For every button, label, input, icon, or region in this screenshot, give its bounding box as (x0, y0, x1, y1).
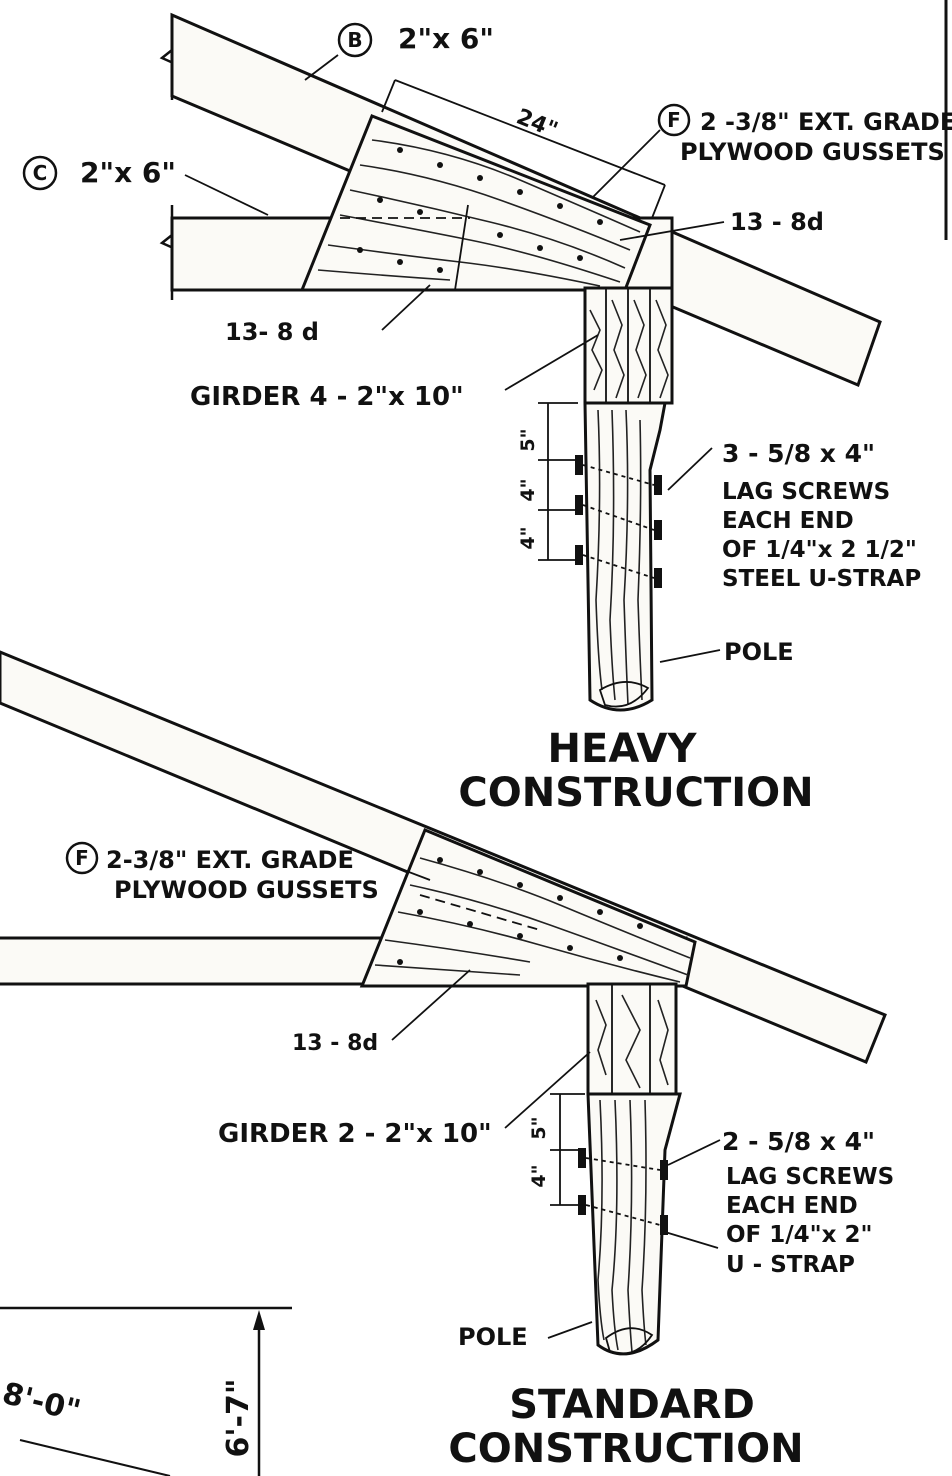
heavy-title-line2: CONSTRUCTION (458, 770, 813, 816)
heavy-lag-line1: 3 - 5/8 x 4" (722, 439, 875, 468)
standard-pole-label: POLE (458, 1323, 528, 1351)
standard-leaders (371, 857, 721, 1339)
standard-lag-line3: EACH END (726, 1193, 858, 1219)
standard-girder-plies (595, 984, 669, 1094)
heavy-lag-screws (575, 455, 662, 588)
heavy-ceiling-mark: C (33, 161, 48, 185)
standard-lag-line1: 2 - 5/8 x 4" (722, 1127, 875, 1156)
heavy-gusset-width-label: 24" (513, 105, 561, 144)
standard-gusset-grain (374, 857, 691, 983)
standard-nails-label: 13 - 8d (292, 1031, 378, 1056)
heavy-gusset-line1: 2 -3/8" EXT. GRADE (700, 108, 952, 136)
standard-lag-line5: U - STRAP (726, 1252, 855, 1278)
standard-title-line1: STANDARD (509, 1382, 755, 1428)
standard-gusset-line1: 2-3/8" EXT. GRADE (106, 846, 354, 874)
heavy-strap-dimensions (538, 402, 578, 561)
heavy-construction-detail: 5" 4" 4" 24" B 2"x 6" C 2"x 6" F (22, 12, 952, 816)
heavy-pole-label: POLE (724, 638, 794, 666)
inset-span-label: 8'-0" (0, 1376, 84, 1429)
heavy-lag-line4: OF 1/4"x 2 1/2" (722, 537, 917, 563)
heavy-girder-label: GIRDER 4 - 2"x 10" (190, 382, 464, 412)
heavy-ceiling-mark-circle (22, 155, 58, 191)
standard-pole-grain (597, 1099, 654, 1355)
heavy-nails-bottom: 13- 8 d (225, 318, 319, 346)
heavy-lag-line3: EACH END (722, 508, 854, 534)
heavy-leaders (184, 54, 725, 663)
heavy-gusset-mark-circle (657, 103, 691, 137)
standard-lag-line2: LAG SCREWS (726, 1164, 894, 1190)
heavy-dim-2: 4" (517, 478, 539, 501)
standard-gusset-mark: F (75, 846, 89, 870)
heavy-title-line1: HEAVY (548, 726, 698, 772)
standard-construction-detail: 5" 4" F 2-3/8" EXT. GRADE PLYWOOD GUSSET… (0, 650, 894, 1472)
heavy-rafter-mark: B (347, 28, 362, 52)
heavy-lag-line5: STEEL U-STRAP (722, 566, 921, 592)
standard-strap-dimensions (550, 1093, 585, 1206)
heavy-gusset-mark: F (667, 108, 681, 132)
inset-height-label: 6'-7" (221, 1378, 256, 1457)
heavy-gusset-width-dimension (381, 79, 666, 219)
standard-lag-line4: OF 1/4"x 2" (726, 1222, 873, 1248)
inset-elevation-fragment: 8'-0" 6'-7" (0, 1306, 292, 1476)
heavy-gusset-line2: PLYWOOD GUSSETS (680, 138, 945, 166)
standard-dim-1: 5" (528, 1116, 550, 1139)
standard-gusset-line2: PLYWOOD GUSSETS (114, 876, 379, 904)
standard-girder (586, 982, 678, 1096)
heavy-dim-1: 5" (517, 428, 539, 451)
standard-title-line2: CONSTRUCTION (448, 1426, 803, 1472)
heavy-nails-top: 13 - 8d (730, 208, 824, 236)
standard-gusset-mark-circle (65, 841, 99, 875)
inset-height-arrow (253, 1310, 265, 1330)
heavy-pole (583, 401, 667, 712)
heavy-dim-3: 4" (517, 526, 539, 549)
heavy-lag-line2: LAG SCREWS (722, 479, 890, 505)
heavy-rafter-size: 2"x 6" (398, 22, 494, 55)
standard-dim-2: 4" (528, 1164, 550, 1187)
heavy-pole-grain (595, 409, 650, 708)
heavy-gusset-grain (317, 139, 641, 291)
inset-roof-line (19, 1439, 171, 1476)
standard-girder-label: GIRDER 2 - 2"x 10" (218, 1119, 492, 1149)
heavy-ceiling-size: 2"x 6" (80, 156, 176, 189)
heavy-rafter-mark-circle (337, 22, 373, 58)
heavy-girder-plies (589, 288, 669, 403)
